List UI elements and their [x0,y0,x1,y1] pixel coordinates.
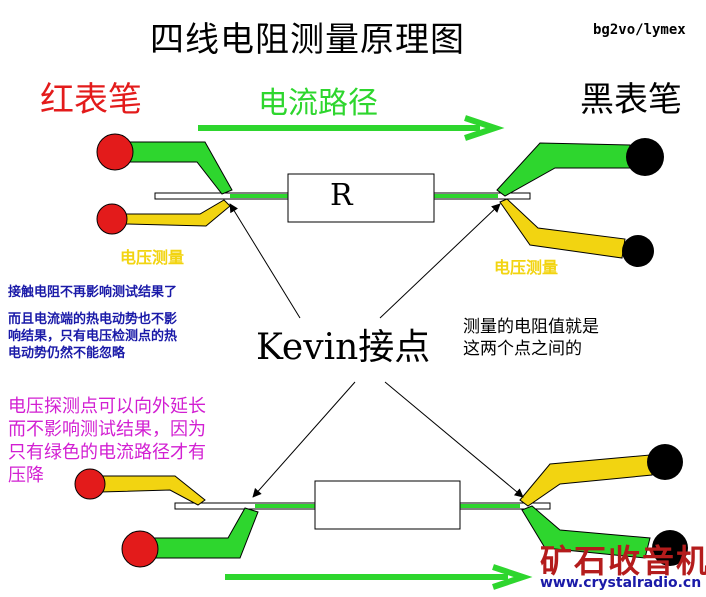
black-probe-tip-voltage-bottom [647,444,683,480]
probe-extension-note: 电压探测点可以向外延长 而不影响测试结果，因为 只有绿色的电流路径才有 压降 [8,396,206,486]
resistor-top [287,173,435,223]
bottom-circuit [74,444,688,568]
current-arrow-top [198,115,505,141]
black-voltage-lead [499,198,626,259]
black-probe-tip-current-bottom [652,530,688,566]
voltage-measure-label-left: 电压测量 [120,248,185,267]
resistor-bottom [314,480,461,530]
black-probe-label: 黑表笔 [580,80,682,120]
black-current-lead-bottom [521,505,651,559]
diagram-title: 四线电阻测量原理图 [150,20,465,60]
kevin-contact-label: Kevin接点 [256,327,431,368]
red-current-lead [127,141,233,195]
red-probe-tip-voltage-bottom [74,468,106,500]
author-signature: bg2vo/lymex [593,22,686,38]
watermark-logo: 矿石收音机 [540,542,706,580]
measured-value-note: 测量的电阻值就是 这两个点之间的 [463,317,599,359]
red-probe-label: 红表笔 [40,80,142,120]
black-current-lead [496,142,631,197]
kevin-pointer-arrows [229,203,524,498]
red-probe-tip-current-bottom [121,530,159,568]
current-arrow-bottom [225,564,533,590]
resistor-label: R [330,178,353,213]
thermo-emf-note: 而且电流端的热电动势也不影 响结果，只有电压检测点的热 电动势仍然不能忽略 [8,312,178,361]
red-current-lead-bottom [149,507,259,559]
current-path-label: 电流路径 [258,86,378,121]
contact-resistance-note: 接触电阻不再影响测试结果了 [8,285,178,300]
red-voltage-lead [124,199,231,227]
top-circuit [96,133,664,267]
watermark-url: www.crystalradio.cn [540,575,702,591]
black-voltage-lead-bottom [519,454,653,507]
black-probe-tip-voltage [622,235,654,267]
voltage-measure-label-right: 电压测量 [494,258,559,277]
black-probe-tip-current [626,138,664,176]
red-probe-tip-current [96,133,134,171]
red-probe-tip-voltage [96,203,128,235]
